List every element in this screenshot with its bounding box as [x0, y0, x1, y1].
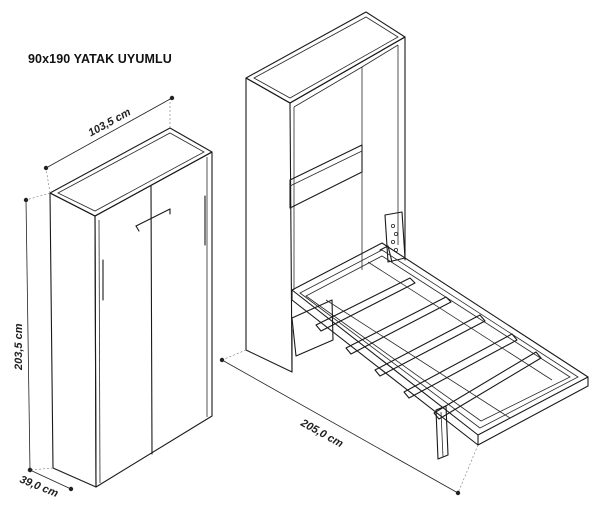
closed-cabinet: [49, 127, 213, 488]
compatibility-title: 90x190 YATAK UYUMLU: [28, 52, 172, 66]
bed-leg: [435, 405, 449, 460]
depth-dimension: 39,0 cm: [18, 467, 74, 500]
bed-mechanism-bracket: [379, 211, 406, 263]
height-label: 203,5 cm: [13, 323, 25, 371]
height-dimension: 203,5 cm: [13, 192, 54, 473]
bed-slats: [315, 277, 542, 420]
width-label: 103,5 cm: [86, 106, 133, 139]
open-length-label: 205,0 cm: [298, 417, 346, 451]
open-length-dimension: 205,0 cm: [219, 349, 479, 496]
open-wall-bed: [245, 11, 589, 460]
depth-label: 39,0 cm: [18, 474, 60, 500]
